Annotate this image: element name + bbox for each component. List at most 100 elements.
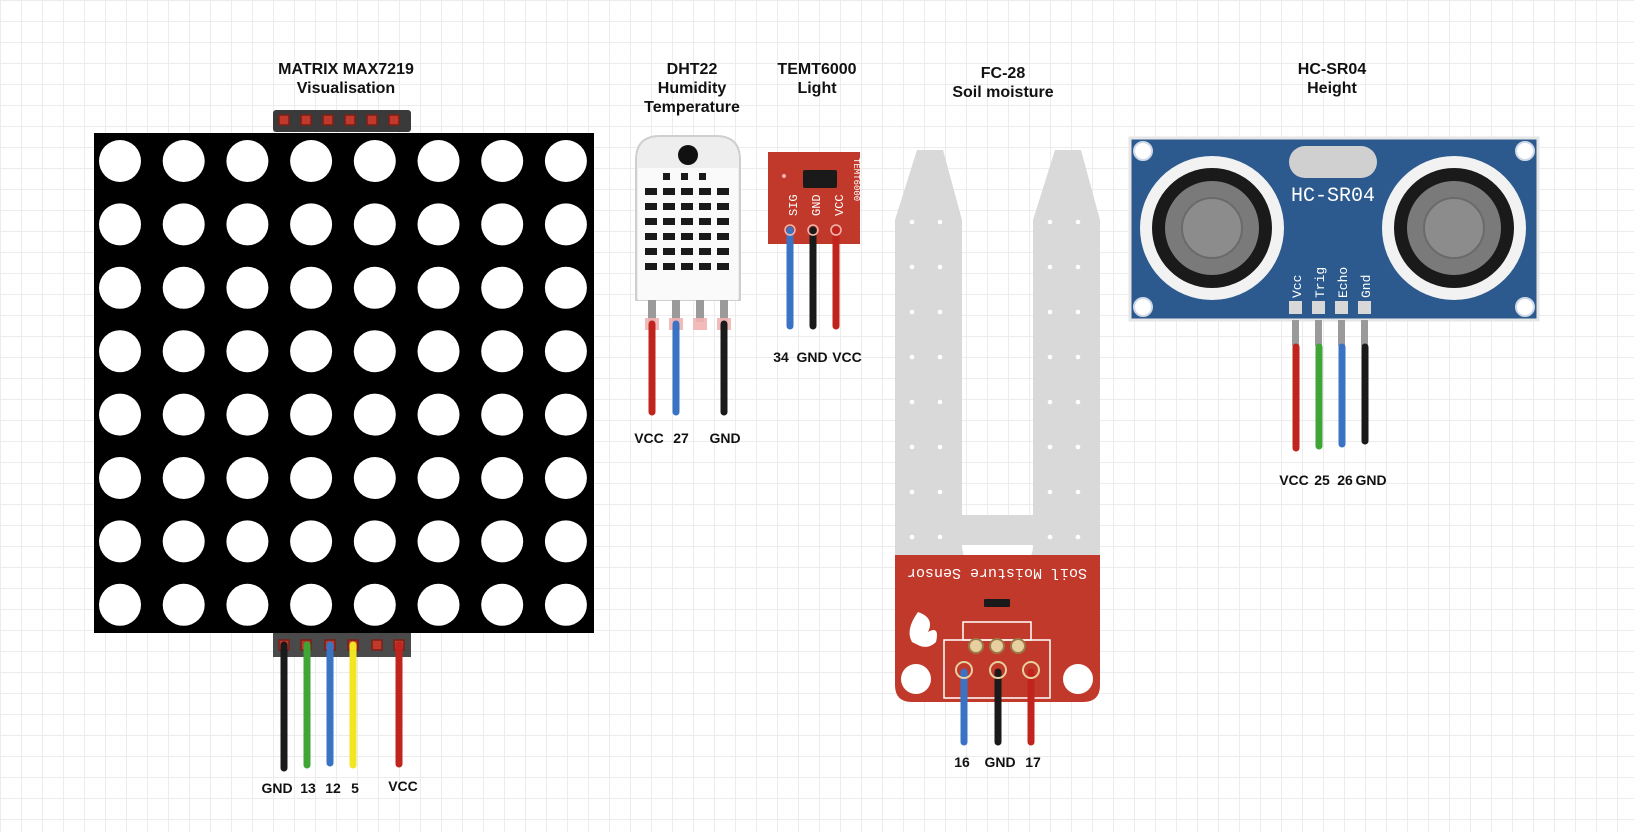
matrix-led — [99, 457, 141, 499]
hcsr04-module: HC-SR04 Vcc Trig Echo Gnd — [1128, 136, 1540, 452]
matrix-pin-gnd: GND — [261, 780, 293, 796]
fc28-top-pins — [968, 638, 1026, 654]
matrix-led — [481, 457, 524, 499]
matrix-led — [290, 266, 333, 309]
matrix-led — [353, 140, 396, 182]
matrix-led — [226, 266, 269, 309]
dht22-module — [635, 135, 741, 416]
matrix-led — [290, 393, 333, 436]
hcsr04-pin-gnd: Gnd — [1359, 275, 1374, 298]
matrix-led — [290, 457, 333, 499]
matrix-led — [353, 203, 396, 246]
dht22-title: DHT22 Humidity Temperature — [644, 61, 740, 116]
matrix-pin-5: 5 — [351, 780, 359, 796]
fc28-title: FC-28 Soil moisture — [952, 65, 1054, 101]
matrix-led — [544, 330, 587, 373]
matrix-led — [99, 266, 141, 309]
matrix-led — [290, 583, 333, 626]
hcsr04-pin-label-vcc: VCC — [1279, 472, 1309, 488]
matrix-led — [544, 520, 587, 563]
matrix-led — [417, 140, 460, 182]
fc28-probe-right — [1033, 150, 1100, 555]
matrix-pin-vcc: VCC — [388, 778, 418, 794]
matrix-led — [162, 520, 205, 563]
hcsr04-wires — [1292, 343, 1369, 452]
hcsr04-pin-vcc: Vcc — [1290, 275, 1305, 298]
matrix-led — [481, 583, 524, 626]
temt6000-title: TEMT6000 Light — [777, 61, 857, 97]
temt6000-board-text: TEMT6000 — [851, 158, 861, 201]
matrix-led — [544, 203, 587, 246]
matrix-led — [353, 457, 396, 499]
matrix-led — [162, 393, 205, 436]
matrix-led — [226, 393, 269, 436]
hcsr04-pin-trig: Trig — [1313, 267, 1328, 298]
matrix-led — [353, 583, 396, 626]
temt6000-module: TEMT6000 SIG GND VCC — [768, 152, 861, 330]
temt6000-pin-gnd: GND — [796, 349, 828, 365]
dht22-pin-vcc: VCC — [634, 430, 664, 446]
matrix-led — [226, 330, 269, 373]
hcsr04-legs — [1292, 320, 1368, 346]
hcsr04-pin-label-gnd: GND — [1355, 472, 1387, 488]
matrix-bottom-header — [273, 633, 411, 657]
matrix-led — [353, 520, 396, 563]
matrix-led — [162, 583, 205, 626]
matrix-led — [481, 140, 524, 182]
matrix-led — [417, 203, 460, 246]
matrix-led — [99, 203, 141, 246]
matrix-led — [290, 203, 333, 246]
matrix-led — [481, 520, 524, 563]
matrix-led — [290, 330, 333, 373]
matrix-led — [162, 203, 205, 246]
matrix-led — [99, 140, 141, 182]
matrix-led — [544, 583, 587, 626]
matrix-module — [94, 110, 594, 772]
matrix-title: MATRIX MAX7219 Visualisation — [278, 61, 414, 97]
fc28-mount-hole-right — [1063, 664, 1093, 694]
matrix-led — [99, 330, 141, 373]
matrix-led — [417, 330, 460, 373]
hcsr04-pin-echo: Echo — [1336, 267, 1351, 298]
matrix-pin-13: 13 — [300, 780, 316, 796]
dht22-grille — [645, 173, 729, 270]
hcsr04-pin-label-26: 26 — [1337, 472, 1353, 488]
fc28-module: Soil Moisture Sensor — [895, 150, 1100, 746]
temt6000-wires — [786, 226, 840, 330]
matrix-led — [290, 520, 333, 563]
temt6000-pin-gnd: GND — [810, 194, 824, 216]
fc28-pin-16: 16 — [954, 754, 970, 770]
matrix-led — [290, 140, 333, 182]
hcsr04-pin-pads — [1289, 301, 1371, 314]
matrix-led — [417, 457, 460, 499]
matrix-led — [544, 457, 587, 499]
fc28-probe-left — [895, 150, 962, 555]
matrix-led — [417, 583, 460, 626]
dht22-pin-gnd: GND — [709, 430, 741, 446]
fc28-wires — [960, 668, 1035, 746]
fc28-mount-hole-left — [901, 664, 931, 694]
matrix-led — [226, 203, 269, 246]
fc28-board — [895, 555, 1100, 702]
dht22-legs — [645, 300, 731, 330]
fc28-probe-dots — [909, 219, 1081, 540]
hcsr04-crystal — [1289, 146, 1377, 178]
matrix-led — [162, 330, 205, 373]
matrix-led — [99, 583, 141, 626]
matrix-led — [417, 520, 460, 563]
matrix-pin-12: 12 — [325, 780, 341, 796]
matrix-led — [353, 393, 396, 436]
matrix-led — [544, 140, 587, 182]
fc28-pin-gnd: GND — [984, 754, 1016, 770]
matrix-led — [226, 140, 269, 182]
matrix-led — [417, 393, 460, 436]
matrix-led — [226, 583, 269, 626]
matrix-led — [353, 330, 396, 373]
matrix-led — [99, 520, 141, 563]
temt6000-pin-vcc: VCC — [832, 349, 862, 365]
matrix-led — [162, 266, 205, 309]
matrix-board — [94, 133, 594, 633]
matrix-led — [353, 266, 396, 309]
matrix-led — [226, 520, 269, 563]
